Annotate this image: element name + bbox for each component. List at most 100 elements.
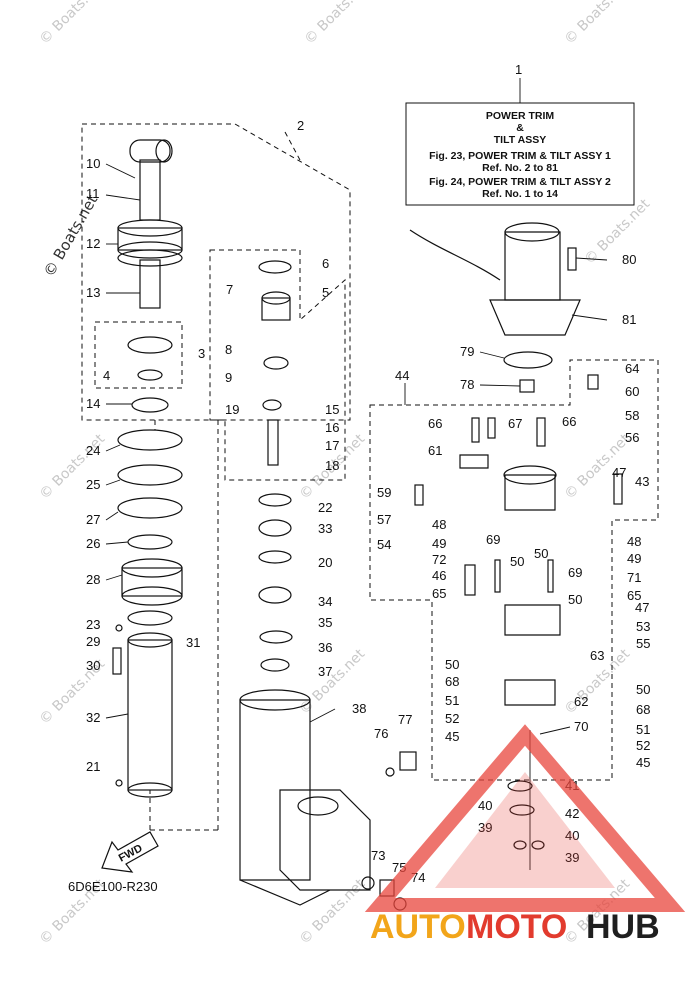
callout-6: 6 <box>322 256 329 271</box>
logo-text-auto: AUTO <box>370 908 466 946</box>
callout-69a: 69 <box>486 532 500 547</box>
callout-12: 12 <box>86 236 100 251</box>
callout-21: 21 <box>86 759 100 774</box>
callout-73: 73 <box>371 848 385 863</box>
callout-27: 27 <box>86 512 100 527</box>
ref-line: & <box>516 122 524 134</box>
ref-line: Ref. No. 2 to 81 <box>482 162 558 174</box>
callout-31: 31 <box>186 635 200 650</box>
callout-25: 25 <box>86 477 100 492</box>
callout-35: 35 <box>318 615 332 630</box>
callout-72: 72 <box>432 552 446 567</box>
callout-7: 7 <box>226 282 233 297</box>
callout-29: 29 <box>86 634 100 649</box>
ref-line: Fig. 24, POWER TRIM & TILT ASSY 2 <box>429 176 611 188</box>
callout-labels: 2 3 4 5 6 7 8 9 10 11 12 13 14 15 16 17 … <box>86 118 650 885</box>
callout-55: 55 <box>636 636 650 651</box>
callout-8: 8 <box>225 342 232 357</box>
callout-42: 42 <box>565 806 579 821</box>
leader-lines <box>105 163 608 735</box>
callout-70: 70 <box>574 719 588 734</box>
watermark: © Boats.net <box>302 0 374 48</box>
callout-39b: 39 <box>565 850 579 865</box>
callout-23: 23 <box>86 617 100 632</box>
watermark: © Boats.net <box>37 431 109 503</box>
callout-47a: 47 <box>612 465 626 480</box>
callout-65a: 65 <box>432 586 446 601</box>
ref-line: POWER TRIM <box>486 110 554 122</box>
callout-47b: 47 <box>635 600 649 615</box>
callout-45b: 45 <box>636 755 650 770</box>
callout-37: 37 <box>318 664 332 679</box>
callout-19: 19 <box>225 402 239 417</box>
ref-line: Ref. No. 1 to 14 <box>482 188 558 200</box>
callout-33: 33 <box>318 521 332 536</box>
callout-30: 30 <box>86 658 100 673</box>
ref-line: Fig. 23, POWER TRIM & TILT ASSY 1 <box>429 150 611 162</box>
callout-22: 22 <box>318 500 332 515</box>
callout-76: 76 <box>374 726 388 741</box>
callout-32: 32 <box>86 710 100 725</box>
callout-18: 18 <box>325 458 339 473</box>
callout-58: 58 <box>625 408 639 423</box>
callout-63: 63 <box>590 648 604 663</box>
callout-50d: 50 <box>445 657 459 672</box>
callout-43: 43 <box>635 474 649 489</box>
callout-20: 20 <box>318 555 332 570</box>
callout-28: 28 <box>86 572 100 587</box>
callout-51b: 51 <box>636 722 650 737</box>
watermark: © Boats.net <box>562 0 634 48</box>
callout-4: 4 <box>103 368 110 383</box>
callout-50e: 50 <box>636 682 650 697</box>
callout-57: 57 <box>377 512 391 527</box>
left-column-parts <box>112 139 183 798</box>
logo-text-moto: MOTO <box>466 908 567 946</box>
callout-48a: 48 <box>432 517 446 532</box>
callout-68a: 68 <box>445 674 459 689</box>
watermark: © Boats.net <box>37 0 109 48</box>
callout-38: 38 <box>352 701 366 716</box>
callout-59: 59 <box>377 485 391 500</box>
callout-5: 5 <box>322 285 329 300</box>
callout-2: 2 <box>297 118 304 133</box>
callout-50b: 50 <box>534 546 548 561</box>
callout: 1 <box>515 62 522 77</box>
callout-16: 16 <box>325 420 339 435</box>
callout-79: 79 <box>460 344 474 359</box>
callout-36: 36 <box>318 640 332 655</box>
callout-56: 56 <box>625 430 639 445</box>
callout-26: 26 <box>86 536 100 551</box>
callout-69b: 69 <box>568 565 582 580</box>
callout-11: 11 <box>86 186 100 201</box>
callout-49a: 49 <box>432 536 446 551</box>
callout-78: 78 <box>460 377 474 392</box>
callout-65b: 65 <box>627 588 641 603</box>
callout-71: 71 <box>627 570 641 585</box>
callout-24: 24 <box>86 443 100 458</box>
callout-64: 64 <box>625 361 639 376</box>
callout-77: 77 <box>398 712 412 727</box>
callout-66b: 66 <box>562 414 576 429</box>
callout-39a: 39 <box>478 820 492 835</box>
diagram-code: 6D6E100-R230 <box>68 879 158 894</box>
callout-66a: 66 <box>428 416 442 431</box>
group-outlines <box>81 123 659 831</box>
callout-52b: 52 <box>636 738 650 753</box>
callout-9: 9 <box>225 370 232 385</box>
callout-34: 34 <box>318 594 332 609</box>
callout-46: 46 <box>432 568 446 583</box>
callout-44: 44 <box>395 368 409 383</box>
callout-48b: 48 <box>627 534 641 549</box>
callout-15: 15 <box>325 402 339 417</box>
fwd-arrow: FWD <box>101 831 159 873</box>
watermark: © Boats.net <box>297 876 369 948</box>
callout-81: 81 <box>622 312 636 327</box>
callout-13: 13 <box>86 285 100 300</box>
callout-67: 67 <box>508 416 522 431</box>
callout-14: 14 <box>86 396 100 411</box>
callout-68b: 68 <box>636 702 650 717</box>
automotohub-logo: AUTO MOTO HUB <box>364 724 686 946</box>
logo-text-hub: HUB <box>586 908 660 946</box>
ref-line: TILT ASSY <box>494 134 547 146</box>
